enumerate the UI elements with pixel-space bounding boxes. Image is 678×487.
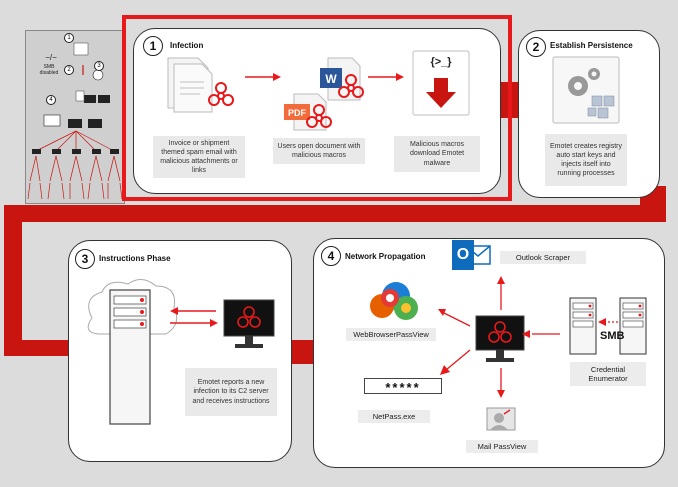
- c2-exchange-arrows-icon: [170, 307, 218, 327]
- propagation-step-number: 4: [321, 246, 341, 266]
- thumbnail-network-diagram: [27, 42, 123, 200]
- smb-label: SMB: [600, 330, 625, 342]
- instructions-panel: [68, 240, 292, 462]
- instructions-caption: Emotet reports a new infection to its C2…: [185, 368, 277, 416]
- infection-caption-2: Users open document with malicious macro…: [273, 138, 365, 164]
- infection-title: Infection: [170, 41, 204, 50]
- instructions-title: Instructions Phase: [99, 254, 171, 263]
- outlook-scraper-label: Outlook Scraper: [500, 251, 586, 264]
- infection-highlight-box: [122, 15, 512, 201]
- word-document-icon: [320, 57, 361, 101]
- browser-icons: [370, 282, 418, 320]
- thumb-step-4: 4: [46, 95, 56, 105]
- netpass-label: NetPass.exe: [358, 410, 430, 423]
- thumbnail-overview: 1 2 3 4 −/− SMB disabled: [25, 30, 125, 204]
- infected-computer-icon: [223, 299, 275, 348]
- instructions-step-number: 3: [75, 249, 95, 269]
- webbrowserpassview-label: WebBrowserPassView: [346, 328, 436, 341]
- propagation-infected-computer-icon: [475, 315, 525, 362]
- credential-servers-icon: [569, 297, 647, 355]
- mail-passview-icon: [486, 407, 516, 431]
- outlook-icon: [452, 240, 491, 270]
- persistence-caption: Emotet creates registry auto start keys …: [545, 134, 627, 186]
- biohazard-icon-3: [306, 104, 332, 128]
- thumb-smb-label: SMB disabled: [39, 64, 59, 76]
- arrow-right-icon-2: [368, 73, 404, 81]
- mail-passview-label: Mail PassView: [466, 440, 538, 453]
- persistence-title: Establish Persistence: [550, 41, 633, 50]
- thumb-step-3: 3: [94, 61, 104, 71]
- word-letter: W: [325, 72, 337, 86]
- cmd-label: {>_}: [430, 56, 452, 68]
- thumb-step-2: 2: [64, 65, 74, 75]
- credential-enumerator-label: Credential Enumerator: [570, 362, 646, 386]
- infection-caption-1: Invoice or shipment themed spam email wi…: [153, 136, 245, 178]
- arrow-right-icon-1: [245, 73, 281, 81]
- biohazard-icon-1: [208, 82, 234, 106]
- password-field-icon: *****: [364, 378, 442, 394]
- thumb-step-1: 1: [64, 33, 74, 43]
- registry-gear-icon: [552, 56, 620, 124]
- macro-download-icon: [412, 50, 470, 116]
- infection-caption-3: Malicious macros download Emotet malware: [394, 136, 480, 172]
- persistence-step-number: 2: [526, 37, 546, 57]
- outlook-letter: O: [456, 246, 470, 263]
- infection-step-number: 1: [143, 36, 163, 56]
- biohazard-icon-2: [338, 74, 364, 98]
- thumb-smb-symbol: −/−: [45, 53, 57, 62]
- c2-server-icon: [87, 279, 178, 425]
- propagation-title: Network Propagation: [345, 252, 426, 261]
- spam-document-icon: [167, 57, 213, 113]
- pdf-label: PDF: [288, 108, 306, 118]
